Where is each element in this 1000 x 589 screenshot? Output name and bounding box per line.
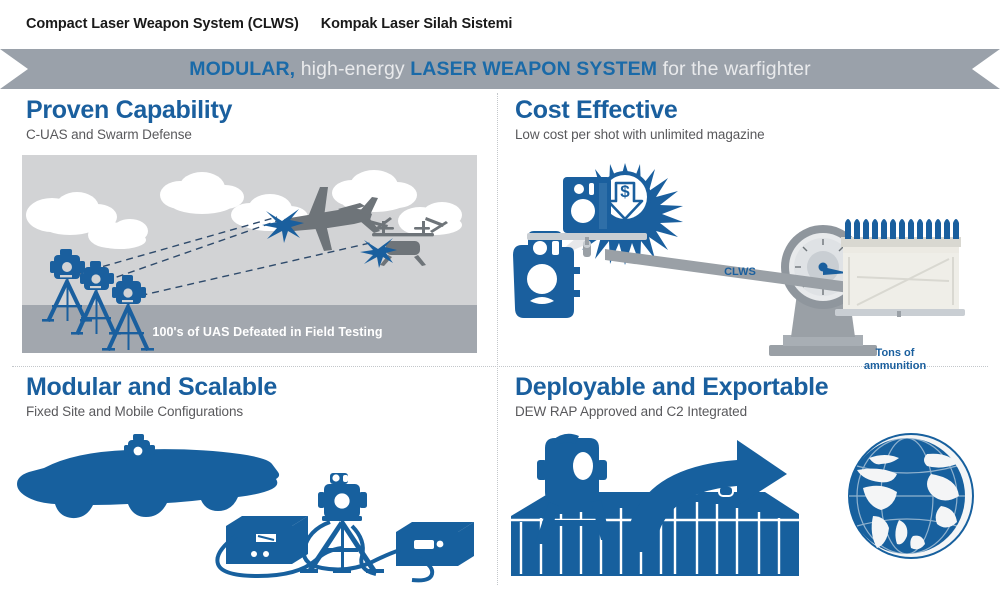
- quadrant-cost-effective: Cost Effective Low cost per shot with un…: [497, 89, 1000, 372]
- scale-label-ammunition: Tons of ammunition: [863, 347, 927, 372]
- laser-beam: [93, 220, 278, 286]
- field-test-scene: 100's of UAS Defeated in Field Testing: [22, 155, 477, 353]
- quadrant-1-title: Proven Capability: [26, 96, 233, 124]
- deployable-exportable-illustration: [511, 433, 974, 576]
- laser-turret-group: [42, 249, 154, 351]
- scene-ground-band: [22, 305, 477, 353]
- quadrant-1-subtitle: C-UAS and Swarm Defense: [26, 127, 192, 142]
- cost-effective-illustration: $: [513, 163, 965, 356]
- cable-group: [215, 520, 435, 583]
- page-title-turkish: Kompak Laser Silah Sistemi: [320, 16, 513, 32]
- cloud-icon: [88, 219, 148, 249]
- quadrant-1-heading: Proven Capability C-UAS and Swarm Defens…: [0, 89, 497, 143]
- headline-word-modular: MODULAR,: [189, 57, 296, 80]
- headline-ribbon: MODULAR, high-energy LASER WEAPON SYSTEM…: [0, 49, 1000, 89]
- page-title-english: Compact Laser Weapon System (CLWS): [26, 16, 299, 32]
- clws-unit-icon: [563, 177, 611, 233]
- quadrant-3-title: Modular and Scalable: [26, 373, 278, 401]
- quadrant-3-subtitle: Fixed Site and Mobile Configurations: [26, 404, 244, 419]
- laser-beam: [116, 242, 371, 302]
- export-arrow-icon: [625, 440, 787, 552]
- headline-word-laser-weapon-system: LASER WEAPON SYSTEM: [410, 57, 658, 80]
- horizontal-divider: [12, 366, 988, 367]
- bullet-row: [845, 219, 959, 239]
- scale-label-clws: CLWS: [724, 266, 756, 278]
- scene-caption: 100's of UAS Defeated in Field Testing: [152, 325, 383, 339]
- cloud-icon: [160, 172, 244, 214]
- laser-beam-group: [79, 216, 371, 302]
- quadrant-2-subtitle: Low cost per shot with unlimited magazin…: [515, 127, 765, 142]
- quadrant-proven-capability: Proven Capability C-UAS and Swarm Defens…: [0, 89, 497, 366]
- balance-scale-icon: [527, 177, 965, 356]
- impact-burst-icon: [360, 238, 397, 268]
- ammunition-crate-icon: [841, 219, 961, 309]
- laser-turret-icon: [71, 261, 121, 335]
- quadrant-4-heading: Deployable and Exportable DEW RAP Approv…: [497, 366, 1000, 420]
- laser-beam: [79, 216, 278, 274]
- header-titles: Compact Laser Weapon System (CLWS) Kompa…: [0, 10, 1000, 38]
- control-box-icon: [396, 522, 474, 566]
- cloud-group: [26, 170, 462, 249]
- dollar-symbol: $: [620, 182, 630, 201]
- quadcopter-icon: [365, 217, 448, 266]
- armored-vehicle-icon: [17, 434, 280, 519]
- aircraft-icon: [284, 187, 380, 251]
- quadrant-2-title: Cost Effective: [515, 96, 678, 124]
- quadrant-grid: Proven Capability C-UAS and Swarm Defens…: [0, 89, 1000, 589]
- laser-turret-icon: [102, 275, 154, 351]
- quadrant-2-heading: Cost Effective Low cost per shot with un…: [497, 89, 1000, 143]
- deployable-tripod-group: [215, 473, 474, 583]
- headline-text: MODULAR, high-energy LASER WEAPON SYSTEM…: [189, 58, 810, 81]
- scene-illustration: [26, 170, 462, 351]
- cloud-icon: [398, 202, 462, 235]
- laser-emitter-icon: [513, 231, 580, 318]
- container-turret-icon: [535, 433, 611, 544]
- quadrant-3-heading: Modular and Scalable Fixed Site and Mobi…: [0, 366, 497, 420]
- headline-mid-1: high-energy: [295, 57, 411, 80]
- globe-icon: [848, 433, 974, 559]
- modular-scalable-illustration: [17, 434, 474, 583]
- quadrant-4-title: Deployable and Exportable: [515, 373, 829, 401]
- impact-burst-icon: [262, 209, 304, 243]
- quadrant-4-subtitle: DEW RAP Approved and C2 Integrated: [515, 404, 747, 419]
- headline-mid-2: for the warfighter: [657, 57, 811, 80]
- quadrant-modular-scalable: Modular and Scalable Fixed Site and Mobi…: [0, 366, 497, 589]
- cloud-icon: [332, 170, 417, 212]
- laser-turret-icon: [42, 249, 92, 322]
- power-box-icon: [226, 516, 308, 564]
- vertical-divider: [497, 93, 498, 585]
- tripod-laser-icon: [300, 473, 384, 573]
- quadrant-deployable-exportable: Deployable and Exportable DEW RAP Approv…: [497, 366, 1000, 589]
